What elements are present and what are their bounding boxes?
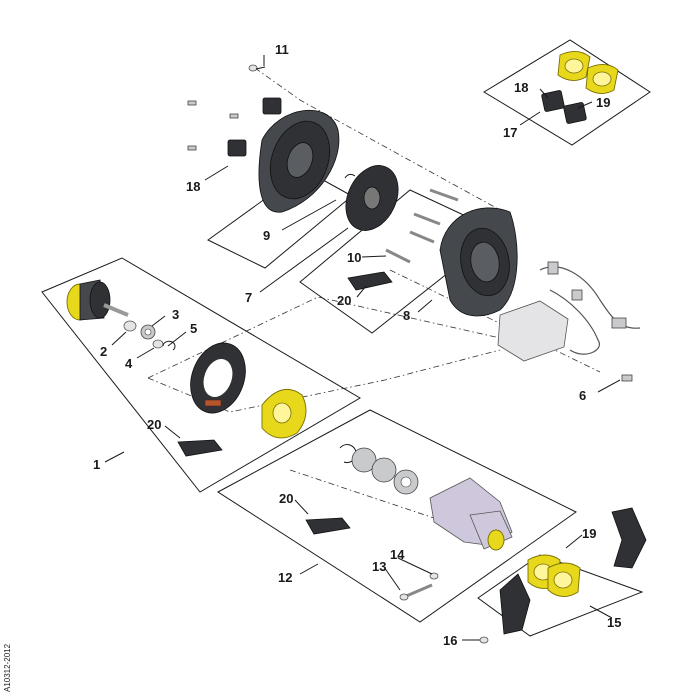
damper-20-low [305, 517, 351, 535]
callout-17: 17 [503, 125, 517, 140]
rotor-assembly-1 [66, 279, 129, 321]
callout-16: 16 [443, 633, 457, 648]
callout-9: 9 [263, 228, 270, 243]
damper-kit-17 [541, 51, 619, 124]
washer-4 [152, 339, 164, 349]
fan-impeller-7 [344, 165, 399, 231]
circlip-5 [162, 340, 176, 351]
callout-20-top: 20 [337, 293, 351, 308]
frame-group-1 [41, 257, 361, 493]
screws-10 [385, 188, 459, 264]
washer-14 [429, 572, 439, 580]
callout-19-kit: 19 [596, 95, 610, 110]
motor-housing-8 [439, 207, 518, 317]
callout-7: 7 [245, 290, 252, 305]
callout-4: 4 [125, 356, 133, 371]
callout-6: 6 [579, 388, 586, 403]
screw-11 [248, 64, 266, 72]
axis-line-right [389, 269, 601, 373]
flange-assembly-12 [339, 444, 513, 551]
callout-20-low: 20 [279, 491, 293, 506]
bracket-kit-15 [479, 507, 647, 644]
callout-20-mid: 20 [147, 417, 161, 432]
callout-15: 15 [607, 615, 621, 630]
callout-14: 14 [390, 547, 405, 562]
screw-13 [399, 583, 433, 601]
stator [190, 342, 246, 414]
callout-2: 2 [100, 344, 107, 359]
axis-line-lower [289, 469, 441, 521]
washer-2 [123, 320, 137, 332]
callout-3: 3 [172, 307, 179, 322]
callout-8: 8 [403, 308, 410, 323]
frame-group-17 [483, 39, 651, 146]
fan-cover-9 [187, 97, 340, 213]
drawing-code: A10312-2012 [3, 643, 12, 692]
damper-20-top [347, 271, 393, 291]
callout-19-bracket: 19 [582, 526, 596, 541]
insulator-yellow [261, 388, 307, 439]
callout-5: 5 [190, 321, 197, 336]
callout-1: 1 [93, 457, 100, 472]
bearing-3 [140, 324, 156, 340]
frame-group-12 [217, 409, 577, 623]
axis-line-top [254, 67, 501, 211]
leader-lines [104, 55, 621, 641]
callout-12: 12 [278, 570, 292, 585]
callout-13: 13 [372, 559, 386, 574]
callout-10: 10 [347, 250, 361, 265]
callout-18-kit: 18 [514, 80, 528, 95]
axis-line-mid [147, 296, 501, 379]
callout-11: 11 [275, 42, 289, 57]
electronics-module-6 [497, 261, 641, 382]
callout-18-cover: 18 [186, 179, 200, 194]
damper-20-mid [177, 439, 223, 457]
axis-line-left [147, 349, 501, 413]
